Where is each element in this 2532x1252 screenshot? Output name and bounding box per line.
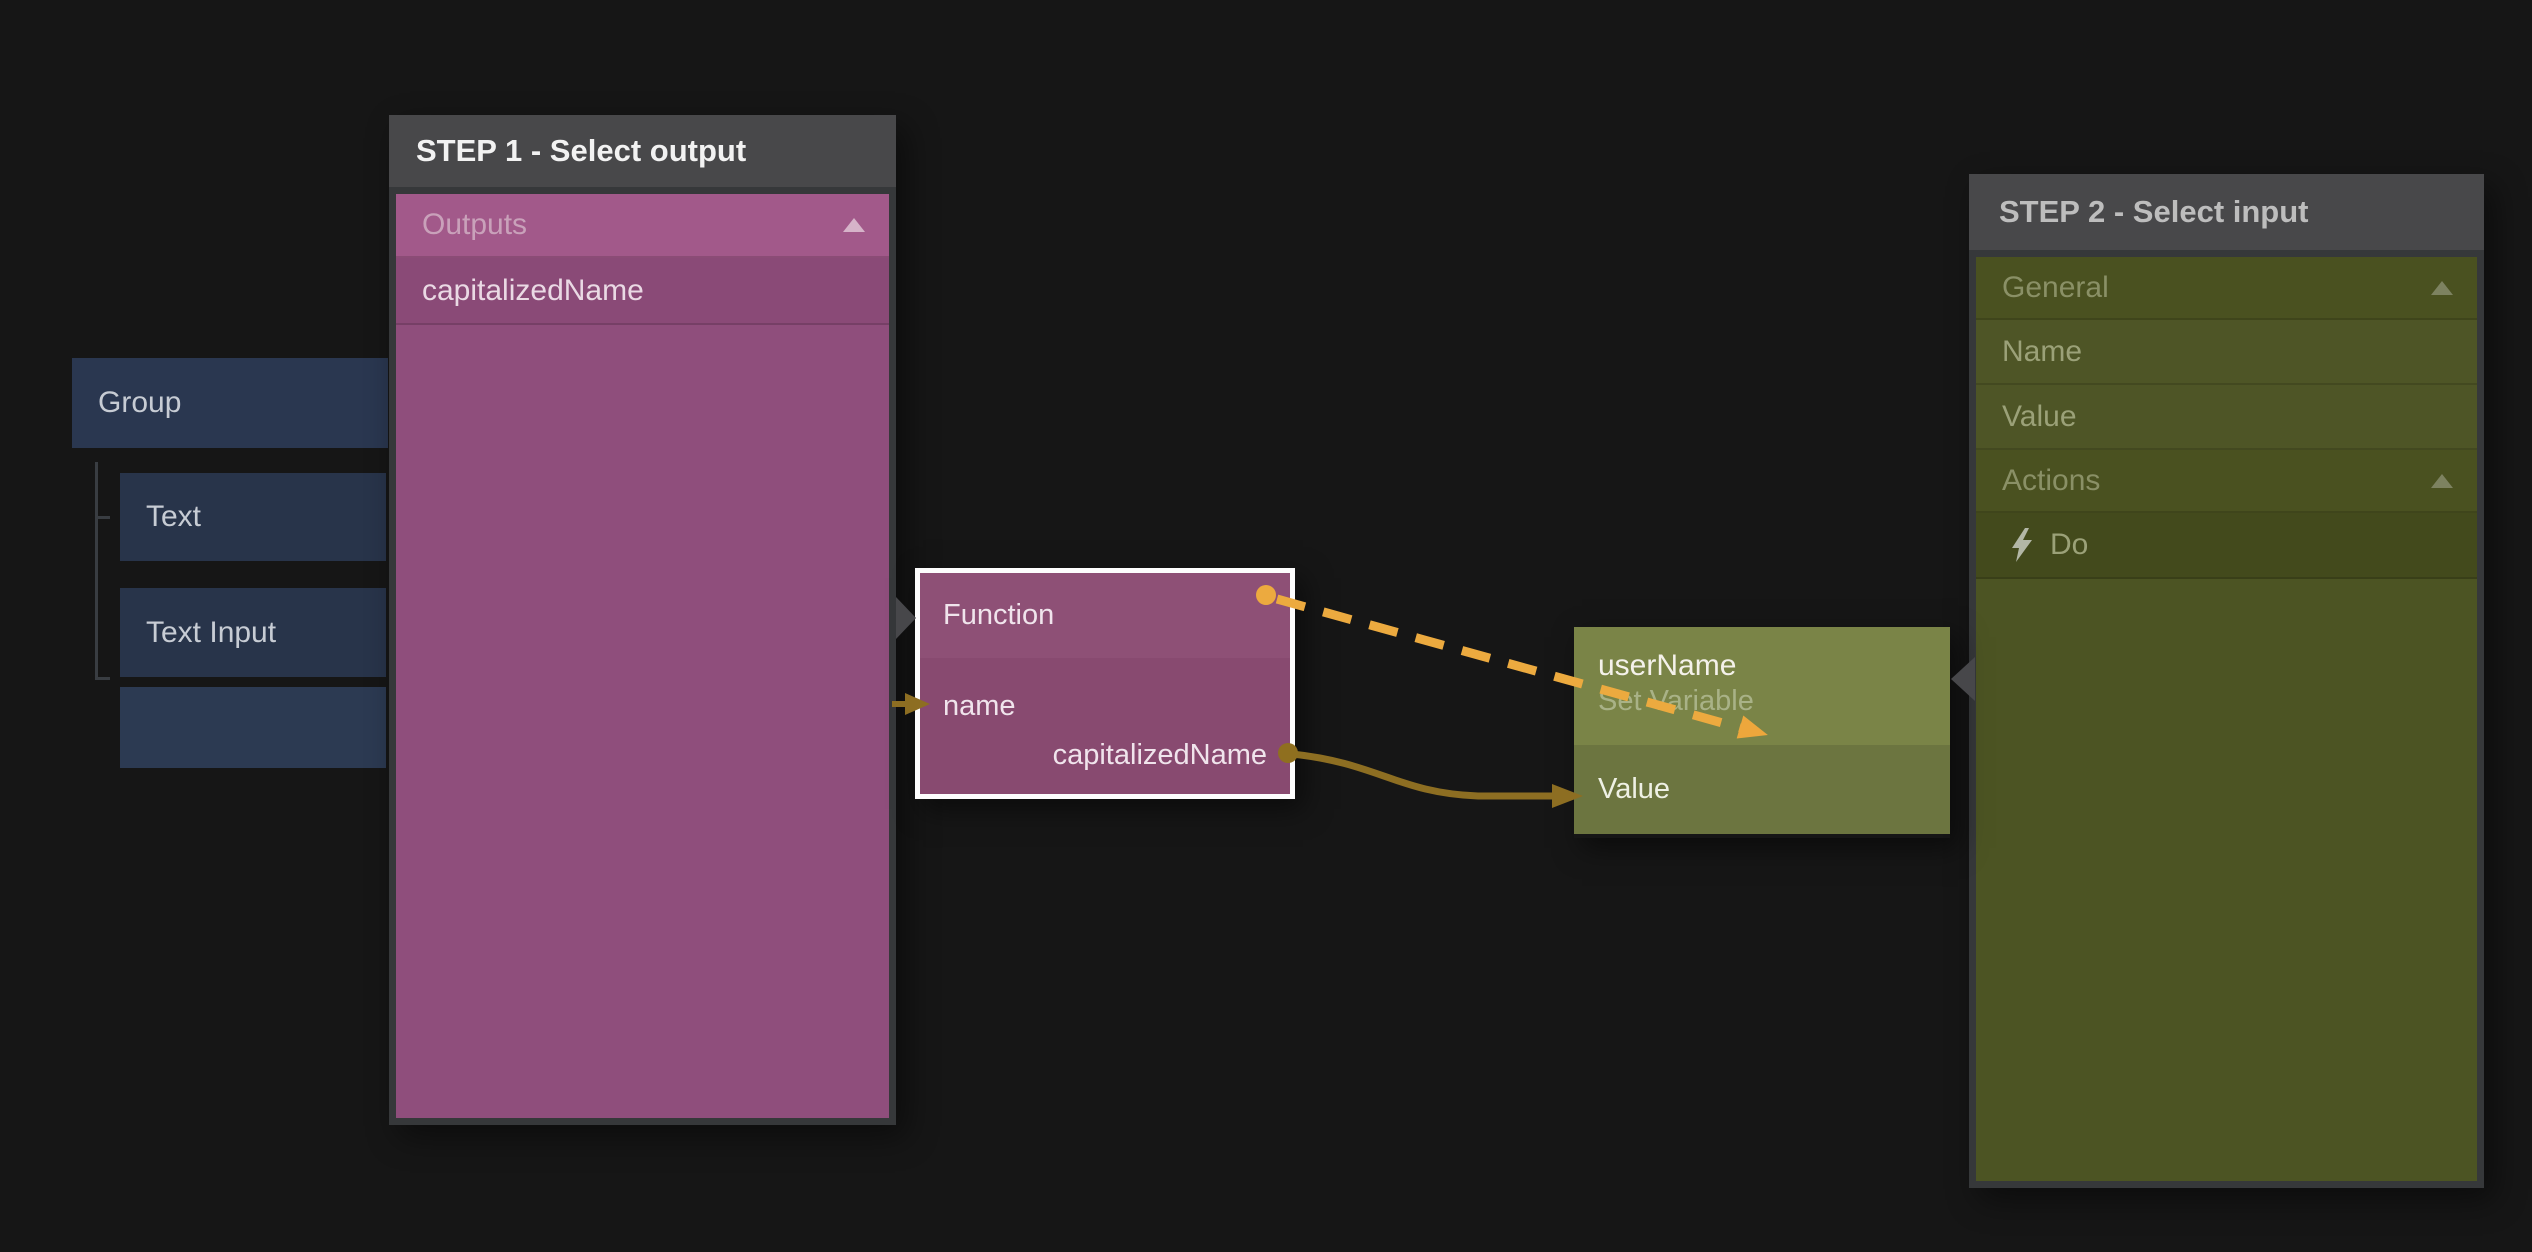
node-group-label: Group <box>98 386 182 419</box>
step1-section-outputs-label: Outputs <box>422 208 528 241</box>
step2-item-value-label: Value <box>2002 399 2077 433</box>
step2-item-name[interactable]: Name <box>1976 320 2477 385</box>
node-function[interactable]: Function name capitalizedName <box>915 568 1295 799</box>
step2-panel: STEP 2 - Select input General Name Value… <box>1969 174 2484 1188</box>
step2-section-actions-label: Actions <box>2002 463 2101 497</box>
node-function-body: name capitalizedName <box>920 658 1290 794</box>
step1-panel-frame: Outputs capitalizedName <box>389 187 896 1125</box>
collapse-arrow-icon[interactable] <box>2431 280 2453 295</box>
step2-item-do-label: Do <box>2050 528 2089 561</box>
step1-item-capitalizedname-label: capitalizedName <box>422 273 644 307</box>
node-username-subtitle: Set Variable <box>1598 685 1754 717</box>
step1-panel-title: STEP 1 - Select output <box>389 115 896 187</box>
step2-section-general[interactable]: General <box>1976 257 2477 320</box>
collapse-arrow-icon[interactable] <box>843 218 865 232</box>
step2-item-value[interactable]: Value <box>1976 385 2477 450</box>
node-username-set-variable[interactable]: userName Set Variable Value <box>1574 627 1950 838</box>
tree-connector-corner <box>95 677 110 680</box>
step2-panel-content: General Name Value Actions Do <box>1976 257 2477 1181</box>
node-text-label: Text <box>146 500 202 533</box>
node-username-title: userName <box>1598 649 1737 682</box>
step2-panel-title: STEP 2 - Select input <box>1969 174 2484 250</box>
wire-solid-connection[interactable] <box>1291 750 1556 800</box>
function-input-name[interactable]: name <box>943 690 1016 722</box>
node-username-header[interactable]: userName Set Variable <box>1574 627 1950 745</box>
step1-anchor-arrow-icon <box>896 597 916 639</box>
node-text-input-label: Text Input <box>146 615 277 649</box>
variable-input-value[interactable]: Value <box>1574 745 1950 834</box>
node-function-title: Function <box>943 599 1055 631</box>
step2-section-general-label: General <box>2002 270 2109 304</box>
function-output-capitalizedname[interactable]: capitalizedName <box>1052 739 1267 771</box>
tree-connector-tick <box>95 516 110 519</box>
node-group[interactable]: Group <box>72 358 388 448</box>
tree-connector-vertical <box>95 462 98 680</box>
step1-panel: STEP 1 - Select output Outputs capitaliz… <box>389 115 896 1125</box>
step2-section-actions[interactable]: Actions <box>1976 450 2477 513</box>
step2-item-do[interactable]: Do <box>1976 513 2477 579</box>
node-text-input[interactable]: Text Input <box>120 588 386 677</box>
step2-panel-frame: General Name Value Actions Do <box>1969 250 2484 1188</box>
variable-input-value-label: Value <box>1598 773 1671 805</box>
step1-panel-content: Outputs capitalizedName <box>396 194 889 1118</box>
lightning-icon <box>2012 528 2032 562</box>
node-function-header[interactable]: Function <box>920 573 1290 658</box>
step1-section-outputs[interactable]: Outputs <box>396 194 889 258</box>
step2-item-name-label: Name <box>2002 334 2083 368</box>
collapse-arrow-icon[interactable] <box>2431 473 2453 488</box>
node-text[interactable]: Text <box>120 473 386 561</box>
node-unlabeled[interactable] <box>120 687 386 768</box>
step1-item-capitalizedname[interactable]: capitalizedName <box>396 258 889 325</box>
